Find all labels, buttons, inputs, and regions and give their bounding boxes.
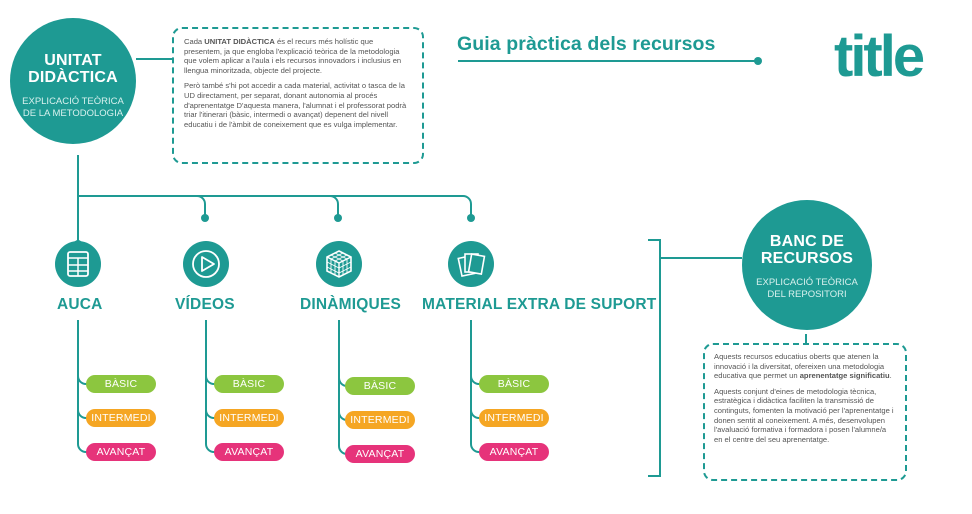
unitat-paragraph-2: Però també s'hi pot accedir a cada mater… [184,81,407,129]
category-label-dinamiques: DINÀMIQUES [300,296,402,313]
material-basic-pill: BÀSIC [479,375,549,393]
banc-subtitle-line2: DEL REPOSITORI [767,289,847,300]
material-advanced-pill: AVANÇAT [479,443,549,461]
material-intermediate-pill: INTERMEDI [479,409,549,427]
comic-grid-icon [55,241,101,287]
auca-intermediate-pill: INTERMEDI [86,409,156,427]
banc-explanation-box: Aquests recursos educatius oberts que at… [703,343,907,481]
unitat-p1-prefix: Cada [184,37,205,46]
banc-paragraph-1: Aquests recursos educatius oberts que at… [714,352,896,381]
play-icon [183,241,229,287]
auca-advanced-pill: AVANÇAT [86,443,156,461]
dinamiques-intermediate-pill: INTERMEDI [345,411,415,429]
banc-p1-bold: aprenentatge significatiu [799,371,890,381]
category-label-material-extra: MATERIAL EXTRA DE SUPORT [422,296,657,313]
banc-p1-end: . [889,371,892,381]
unitat-title-line1: UNITAT [44,52,102,69]
unitat-explanation-box: Cada UNITAT DIDÀCTICA és el recurs més h… [172,27,424,164]
page-title: Guia pràctica dels recursos [457,33,716,55]
unitat-subtitle-line1: EXPLICACIÓ TEÒRICA [22,96,124,107]
unitat-paragraph-1: Cada UNITAT DIDÀCTICA és el recurs més h… [184,37,412,75]
banc-de-recursos-circle: BANC DE RECURSOS EXPLICACIÓ TEÒRICA DEL … [742,200,872,330]
auca-basic-pill: BÀSIC [86,375,156,393]
unitat-subtitle-line2: DE LA METODOLOGIA [22,108,124,119]
dinamiques-advanced-pill: AVANÇAT [345,445,415,463]
category-label-auca: AUCA [57,296,103,313]
unitat-didactica-circle: UNITAT DIDÀCTICA EXPLICACIÓ TEÒRICA DE L… [10,18,136,144]
unitat-p1-rest: és el recurs més holístic que presentem,… [184,37,402,75]
unitat-title-line2: DIDÀCTICA [28,69,118,86]
brand-logo: title [834,24,925,89]
banc-title-line1: BANC DE [769,233,845,250]
cube-icon [316,241,362,287]
banc-p1-text: Aquests recursos educatius oberts que at… [714,352,885,381]
dinamiques-basic-pill: BÀSIC [345,377,415,395]
videos-basic-pill: BÀSIC [214,375,284,393]
category-label-videos: VÍDEOS [175,296,235,313]
banc-subtitle-line1: EXPLICACIÓ TEÒRICA [756,277,858,288]
banc-paragraph-2: Aquests conjunt d'eines de metodologia t… [714,386,894,444]
videos-advanced-pill: AVANÇAT [214,443,284,461]
videos-intermediate-pill: INTERMEDI [214,409,284,427]
banc-title-line2: RECURSOS [760,250,854,267]
unitat-p1-bold: UNITAT DIDÀCTICA [204,37,275,46]
documents-icon [448,241,494,287]
